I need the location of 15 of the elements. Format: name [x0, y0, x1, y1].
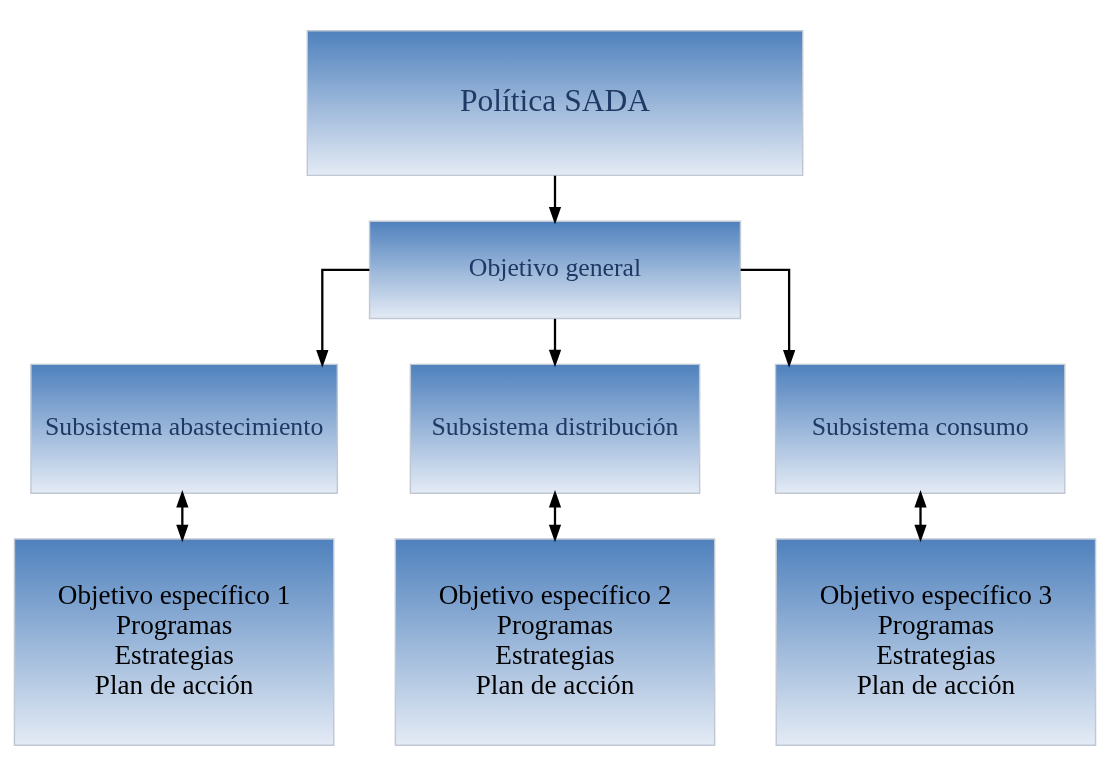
arrow — [176, 489, 189, 542]
node-box: Objetivo específico 1 Programas Estrategias Plan de acción — [13, 537, 335, 746]
node-box: Objetivo específico 2 Programas Estrategias Plan de acción — [394, 537, 716, 746]
arrow — [914, 489, 927, 542]
node-box: Objetivo específico 3 Programas Estrategias Plan de acción — [775, 537, 1097, 746]
node-box: Subsistema abastecimiento — [30, 363, 339, 494]
arrow — [740, 268, 796, 368]
node-box: Política SADA — [306, 29, 804, 176]
node-box: Subsistema distribución — [409, 363, 701, 494]
node-box: Objetivo general — [368, 219, 742, 319]
arrow — [316, 268, 370, 368]
arrow — [548, 318, 562, 367]
arrow — [548, 489, 562, 542]
arrow — [548, 175, 562, 224]
node-box: Subsistema consumo — [774, 363, 1066, 494]
